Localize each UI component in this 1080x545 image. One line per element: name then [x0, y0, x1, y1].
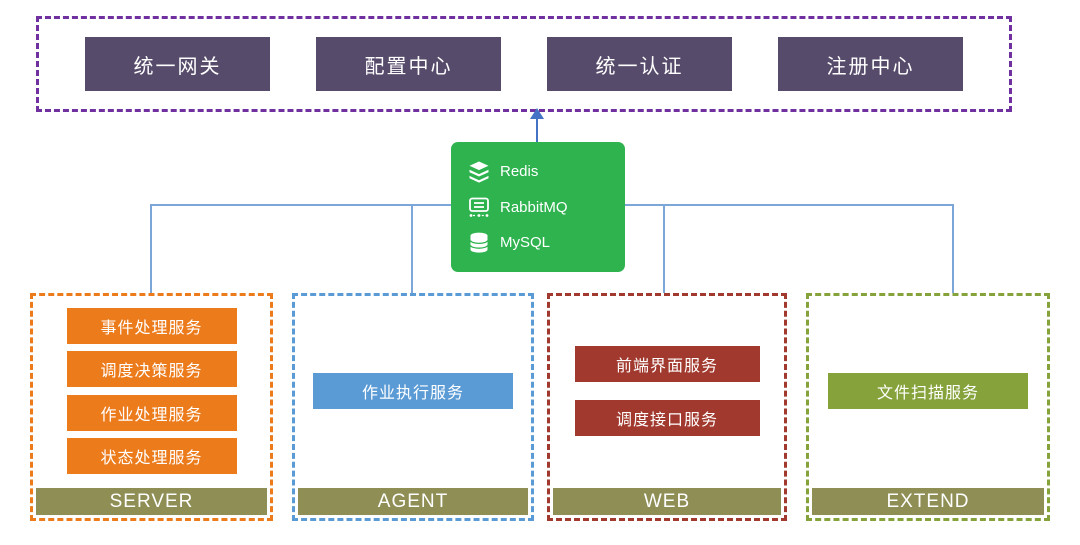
platform-box-registry: 注册中心 [778, 37, 963, 91]
middleware-label-redis: Redis [500, 163, 539, 180]
connector-line-web [663, 204, 665, 293]
group-label-extend: EXTEND [812, 488, 1044, 515]
group-server-content: 事件处理服务 调度决策服务 作业处理服务 状态处理服务 [39, 300, 264, 482]
up-arrow-line [536, 118, 538, 143]
rabbitmq-icon [467, 195, 491, 219]
middleware-item-rabbitmq: RabbitMQ [467, 195, 617, 219]
middleware-label-rabbitmq: RabbitMQ [500, 198, 568, 216]
group-extend: 文件扫描服务 EXTEND [806, 293, 1050, 521]
group-label-agent: AGENT [298, 488, 528, 515]
service-box-job-processing: 作业处理服务 [66, 394, 237, 431]
connector-line-server [150, 204, 152, 293]
platform-box-gateway: 统一网关 [85, 37, 270, 91]
group-agent-content: 作业执行服务 [301, 300, 525, 482]
group-agent: 作业执行服务 AGENT [292, 293, 534, 521]
redis-icon [467, 160, 491, 184]
group-extend-content: 文件扫描服务 [815, 300, 1041, 482]
group-web: 前端界面服务 调度接口服务 WEB [547, 293, 787, 521]
connector-line-horizontal-right [625, 204, 953, 206]
middleware-item-redis: Redis [467, 160, 617, 184]
service-box-event-processing: 事件处理服务 [66, 307, 237, 344]
platform-box-auth: 统一认证 [547, 37, 732, 91]
group-web-content: 前端界面服务 调度接口服务 [556, 300, 778, 482]
platform-box-config-center: 配置中心 [316, 37, 501, 91]
mysql-icon [467, 231, 491, 255]
service-box-job-execution: 作业执行服务 [313, 373, 513, 409]
connector-line-agent [411, 204, 413, 293]
group-label-web: WEB [553, 488, 781, 515]
service-box-frontend-ui: 前端界面服务 [574, 346, 760, 382]
middleware-label-mysql: MySQL [500, 234, 551, 251]
platform-container: 统一网关 配置中心 统一认证 注册中心 [36, 16, 1012, 112]
middleware-box: Redis RabbitMQ [451, 142, 625, 272]
service-box-file-scan: 文件扫描服务 [828, 373, 1028, 409]
service-box-schedule-decision: 调度决策服务 [66, 351, 237, 388]
connector-line-horizontal-left [150, 204, 451, 206]
service-box-status-processing: 状态处理服务 [66, 438, 237, 475]
up-arrow-head [530, 108, 544, 119]
service-box-schedule-api: 调度接口服务 [574, 400, 760, 436]
group-server: 事件处理服务 调度决策服务 作业处理服务 状态处理服务 SERVER [30, 293, 273, 521]
middleware-item-mysql: MySQL [467, 231, 617, 255]
group-label-server: SERVER [36, 488, 267, 515]
connector-line-extend [952, 204, 954, 293]
